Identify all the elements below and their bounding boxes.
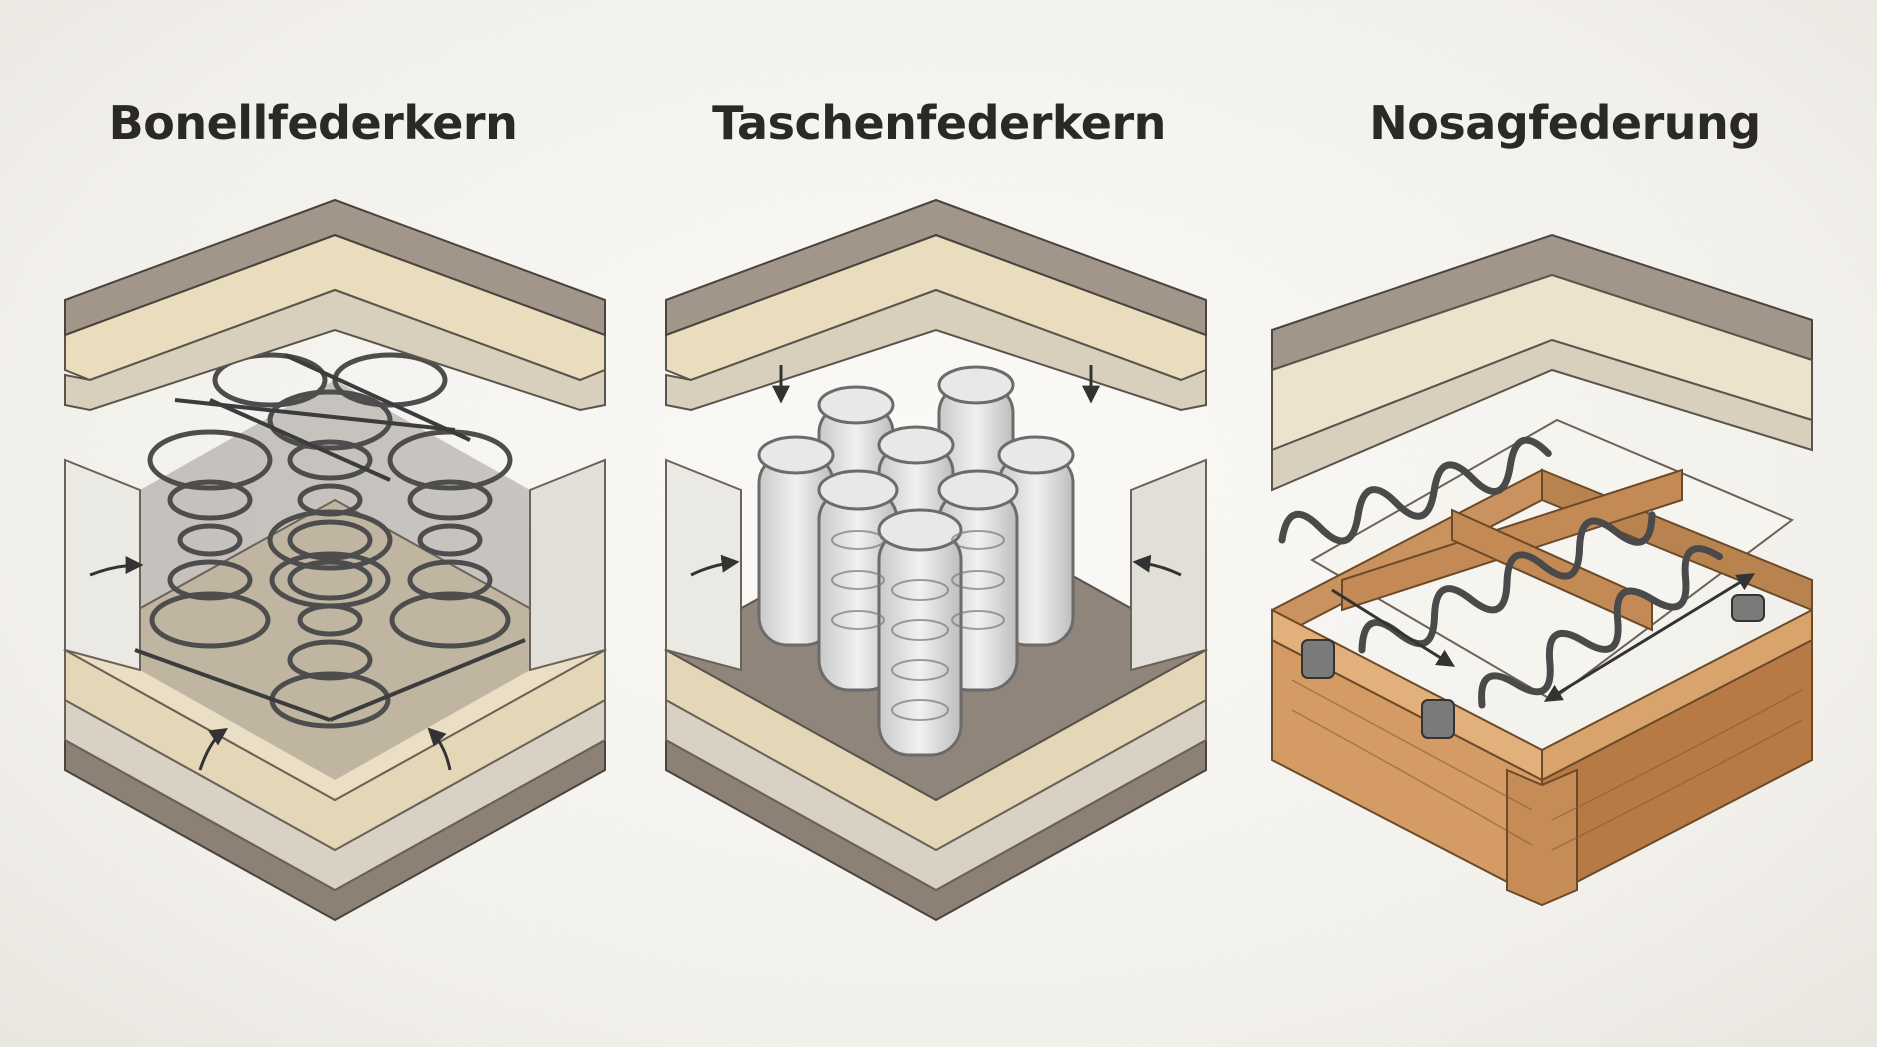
wood-grain xyxy=(1291,679,1803,851)
spring xyxy=(387,429,513,649)
force-arrows xyxy=(89,556,452,771)
panel-nosag: Nosagfederung xyxy=(1252,0,1877,1047)
taschen-illustration xyxy=(663,198,1209,922)
force-arrows xyxy=(690,365,1182,577)
top-cover-layer xyxy=(665,198,1207,337)
panel-title: Bonellfederkern xyxy=(108,96,518,150)
side-foam-right xyxy=(1130,458,1207,672)
arrow-icon xyxy=(1543,573,1756,702)
bonell-illustration xyxy=(62,198,608,922)
side-foam-left xyxy=(64,458,141,672)
panel-bonell: Bonellfederkern xyxy=(0,0,626,1047)
tension-arrows xyxy=(1331,573,1756,702)
pocket-springs xyxy=(757,365,1075,757)
corner-post xyxy=(1506,768,1578,907)
arrow-icon xyxy=(690,554,740,577)
clip-icon xyxy=(1421,699,1455,739)
helical-wires xyxy=(134,353,526,722)
arrow-icon xyxy=(1132,554,1182,577)
side-foam-right xyxy=(529,458,606,672)
arrow-icon xyxy=(89,556,144,577)
spring xyxy=(147,429,273,649)
top-fleece-layer xyxy=(64,288,606,412)
pocket-spring xyxy=(757,435,835,647)
side-foam-left xyxy=(665,458,742,672)
panel-title: Taschenfederkern xyxy=(712,96,1166,150)
nosag-illustration xyxy=(1271,233,1813,907)
pocket-spring xyxy=(877,508,963,757)
top-fleece-layer xyxy=(665,288,1207,412)
coil-hints xyxy=(831,530,1005,721)
zigzag-spring xyxy=(1278,436,1552,545)
top-cover-layer xyxy=(64,198,606,337)
panel-title: Nosagfederung xyxy=(1369,96,1761,150)
arrow-icon xyxy=(1331,588,1456,667)
clip-icon xyxy=(1301,639,1335,679)
arrow-icon xyxy=(427,727,452,771)
arrow-icon xyxy=(198,728,228,771)
top-fleece-layer xyxy=(1271,338,1813,492)
panel-taschen: Taschenfederkern xyxy=(626,0,1252,1047)
clip-icon xyxy=(1731,594,1765,622)
